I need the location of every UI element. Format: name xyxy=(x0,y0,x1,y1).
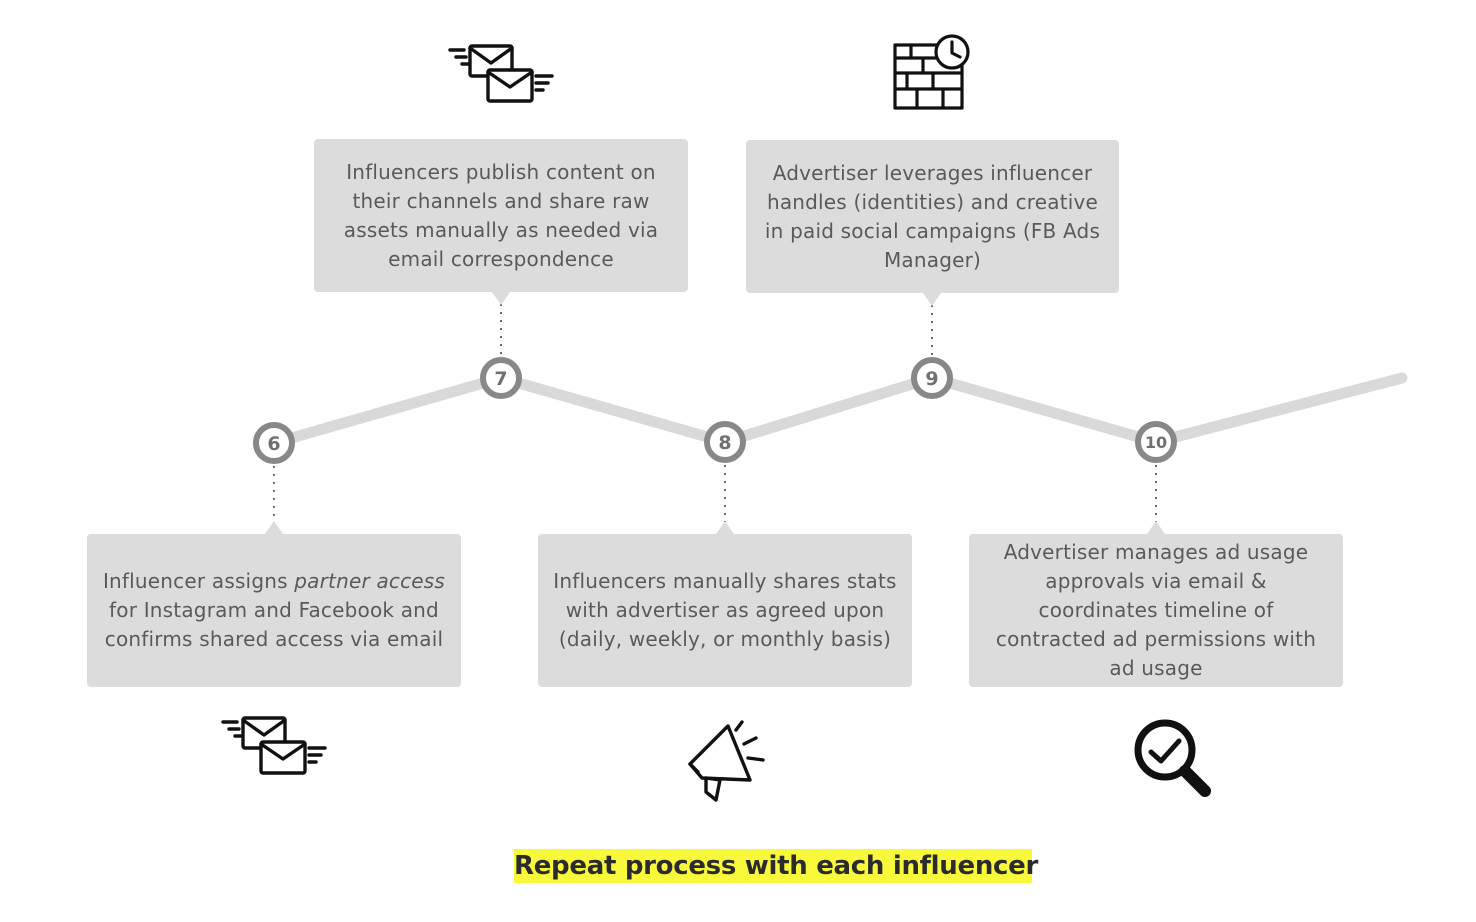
node-number: 10 xyxy=(1145,433,1167,452)
connectors xyxy=(273,304,1157,522)
card-pointers xyxy=(265,292,1165,534)
pointer-6 xyxy=(265,521,283,534)
pointer-9 xyxy=(923,293,941,306)
timeline-node-8: 8 xyxy=(704,421,746,463)
step-8-card: Influencers manually shares stats with a… xyxy=(538,534,912,687)
step-6-text-a: Influencer assigns xyxy=(102,569,295,593)
timeline-node-10: 10 xyxy=(1135,421,1177,463)
step-7-card: Influencers publish content on their cha… xyxy=(314,139,688,292)
step-6-text: Influencer assigns partner access for In… xyxy=(101,567,447,654)
node-number: 8 xyxy=(718,432,731,454)
repeat-process-banner: Repeat process with each influencer xyxy=(514,849,1039,883)
megaphone-icon xyxy=(688,720,765,802)
step-6-card: Influencer assigns partner access for In… xyxy=(87,534,461,687)
step-8-text: Influencers manually shares stats with a… xyxy=(553,569,897,651)
node-number: 9 xyxy=(925,368,938,390)
timeline-node-7: 7 xyxy=(480,357,522,399)
timeline-node-9: 9 xyxy=(911,357,953,399)
calendar-clock-icon xyxy=(893,34,970,110)
node-number: 7 xyxy=(494,368,507,390)
timeline-node-6: 6 xyxy=(253,422,295,464)
step-9-text: Advertiser leverages influencer handles … xyxy=(764,160,1101,272)
step-6-text-b: for Instagram and Facebook and confirms … xyxy=(104,598,444,651)
pointer-7 xyxy=(492,292,510,305)
node-number: 6 xyxy=(267,433,280,455)
email-icon xyxy=(448,44,554,103)
step-10-card: Advertiser manages ad usage approvals vi… xyxy=(969,534,1343,687)
magnifier-check-icon xyxy=(1134,719,1211,797)
pointer-8 xyxy=(716,521,734,534)
pointer-10 xyxy=(1147,521,1165,534)
step-6-text-italic: partner access xyxy=(294,569,446,593)
timeline-line xyxy=(268,372,1408,449)
step-9-card: Advertiser leverages influencer handles … xyxy=(746,140,1119,293)
email-icon xyxy=(221,716,327,775)
step-10-text: Advertiser manages ad usage approvals vi… xyxy=(995,540,1317,680)
step-7-text: Influencers publish content on their cha… xyxy=(343,159,659,271)
